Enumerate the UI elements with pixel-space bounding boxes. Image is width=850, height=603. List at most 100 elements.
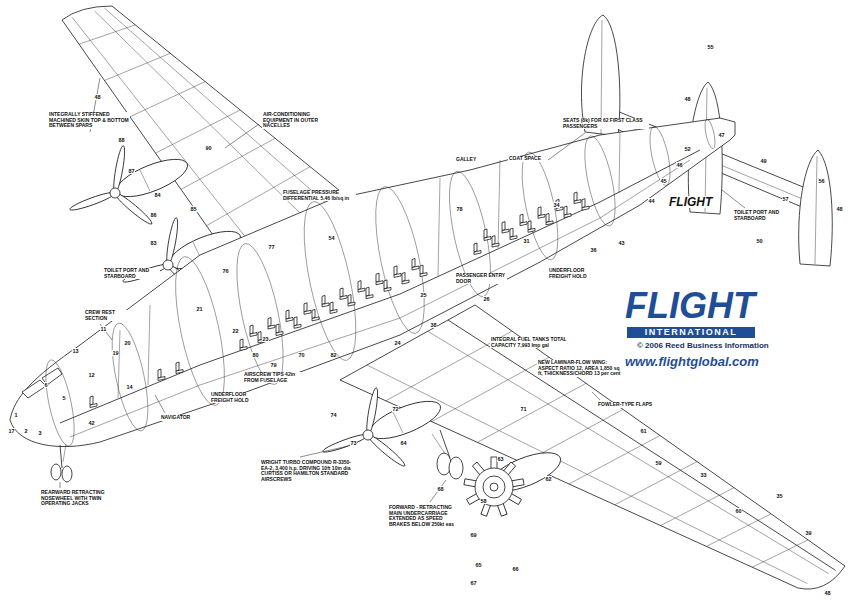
callout-number: 79: [270, 362, 277, 368]
callout-number: 19: [112, 350, 119, 356]
callout-number: 77: [268, 244, 275, 250]
callout-number: 63: [497, 456, 504, 462]
logo-text: FLIGHT: [668, 196, 713, 208]
callout-number: 69: [470, 532, 477, 538]
callout-note: UNDERFLOOR FREIGHT HOLD: [210, 392, 267, 403]
callout-number: 58: [480, 498, 487, 504]
callout-number: 90: [205, 145, 212, 151]
callout-number: 71: [520, 406, 527, 412]
callout-number: 21: [196, 306, 203, 312]
callout-number: 76: [222, 268, 229, 274]
callout-number: 50: [756, 238, 763, 244]
callout-number: 56: [818, 178, 825, 184]
callout-note: TOILET PORT AND STARBOARD: [733, 210, 790, 221]
callout-number: 46: [676, 162, 683, 168]
callout-note: REARWARD RETRACTING NOSEWHEEL WITH TWIN …: [40, 490, 112, 507]
callout-number: 20: [124, 340, 131, 346]
undercarriage: [51, 430, 463, 482]
callout-number: 24: [394, 340, 401, 346]
web-address: www.flightglobal.com: [624, 355, 760, 369]
callout-number: 13: [72, 348, 79, 354]
copyright-note: © 2006 Reed Business Information: [636, 342, 770, 351]
callout-number: 1: [14, 412, 18, 418]
callout-note: PASSENGER ENTRY DOOR: [455, 273, 507, 284]
callout-number: 54: [328, 235, 335, 241]
callout-number: 34: [553, 202, 560, 208]
callout-number: 82: [330, 352, 337, 358]
callout-note: NEW LAMINAR-FLOW WING: ASPECT RATIO 12, …: [537, 360, 624, 377]
callout-note: FUSELAGE PRESSURE DIFFERENTIAL 5.46 lb/s…: [282, 190, 356, 201]
callout-number: 17: [8, 428, 15, 434]
callout-number: 39: [805, 530, 812, 536]
callout-number: 44: [648, 198, 655, 204]
callout-number: 33: [700, 472, 707, 478]
callout-number: 38: [430, 322, 437, 328]
callout-number: 74: [330, 412, 337, 418]
callout-number: 22: [232, 328, 239, 334]
callout-number: 67: [470, 580, 477, 586]
callout-note: TOILET PORT AND STARBOARD: [103, 268, 160, 279]
callout-number: 64: [400, 440, 407, 446]
callout-number: 48: [94, 94, 101, 100]
callout-number: 62: [545, 476, 552, 482]
callout-number: 3: [38, 430, 42, 436]
callout-number: 48: [684, 96, 691, 102]
callout-number: 60: [735, 508, 742, 514]
callout-note: FORWARD - RETRACTING MAIN UNDERCARRIAGE …: [388, 505, 465, 527]
callout-note: FOWLER-TYPE FLAPS: [597, 402, 653, 408]
callout-number: 49: [760, 158, 767, 164]
callout-number: 45: [660, 178, 667, 184]
callout-number: 88: [118, 137, 125, 143]
callout-note: AIRSCREW TIPS 42in FROM FUSELAGE: [243, 372, 305, 383]
callout-note: COAT SPACE: [508, 156, 542, 162]
callout-number: 72: [392, 406, 399, 412]
callout-number: 6: [44, 382, 48, 388]
callout-number: 42: [88, 420, 95, 426]
callout-number: 73: [350, 440, 357, 446]
callout-number: 55: [707, 44, 714, 50]
starboard-engines: [322, 387, 566, 516]
callout-note: UNDERFLOOR FREIGHT HOLD: [548, 268, 605, 279]
callout-number: 36: [590, 247, 597, 253]
callout-note: SEATS (8k) FOR 62 FIRST CLASS PASSENGERS: [562, 118, 649, 129]
callout-number: 23: [262, 336, 269, 342]
callout-number: 12: [88, 372, 95, 378]
callout-number: 84: [154, 192, 161, 198]
callout-note: INTEGRALLY STIFFENED MACHINED SKIN TOP &…: [48, 112, 130, 129]
callout-note: WRIGHT TURBO COMPOUND R-3350-EA-2, 3,400…: [260, 460, 352, 482]
callout-number: 14: [126, 384, 133, 390]
callout-number: 68: [437, 486, 444, 492]
callout-note: CREW REST SECTION: [84, 310, 128, 321]
callout-number: 85: [190, 206, 197, 212]
callout-number: 78: [456, 206, 463, 212]
logo-text: FLIGHT: [624, 288, 756, 324]
callout-number: 35: [776, 493, 783, 499]
callout-number: 87: [128, 168, 135, 174]
callout-number: 57: [782, 196, 789, 202]
callout-number: 25: [420, 292, 427, 298]
callout-note: INTEGRAL FUEL TANKS TOTAL CAPACITY 7,993…: [490, 337, 577, 348]
callout-number: 66: [512, 566, 519, 572]
logo-band: INTERNATIONAL: [627, 327, 755, 338]
callout-number: 47: [718, 132, 725, 138]
callout-number: 65: [475, 562, 482, 568]
callout-number: 2: [24, 428, 28, 434]
callout-number: 26: [483, 296, 490, 302]
callout-note: GALLEY: [455, 157, 477, 163]
starboard-wing: [340, 305, 845, 589]
callout-number: 61: [640, 428, 647, 434]
callout-note: NAVIGATOR: [160, 415, 191, 421]
callout-number: 52: [684, 146, 691, 152]
callout-number: 5: [62, 395, 66, 401]
callout-number: 48: [836, 206, 843, 212]
callout-number: 43: [618, 240, 625, 246]
callout-number: 80: [252, 352, 259, 358]
callout-number: 83: [150, 240, 157, 246]
callout-number: 31: [523, 238, 530, 244]
callout-number: 59: [655, 460, 662, 466]
callout-number: 86: [150, 212, 157, 218]
callout-number: 48: [824, 590, 831, 596]
callout-number: 70: [298, 352, 305, 358]
